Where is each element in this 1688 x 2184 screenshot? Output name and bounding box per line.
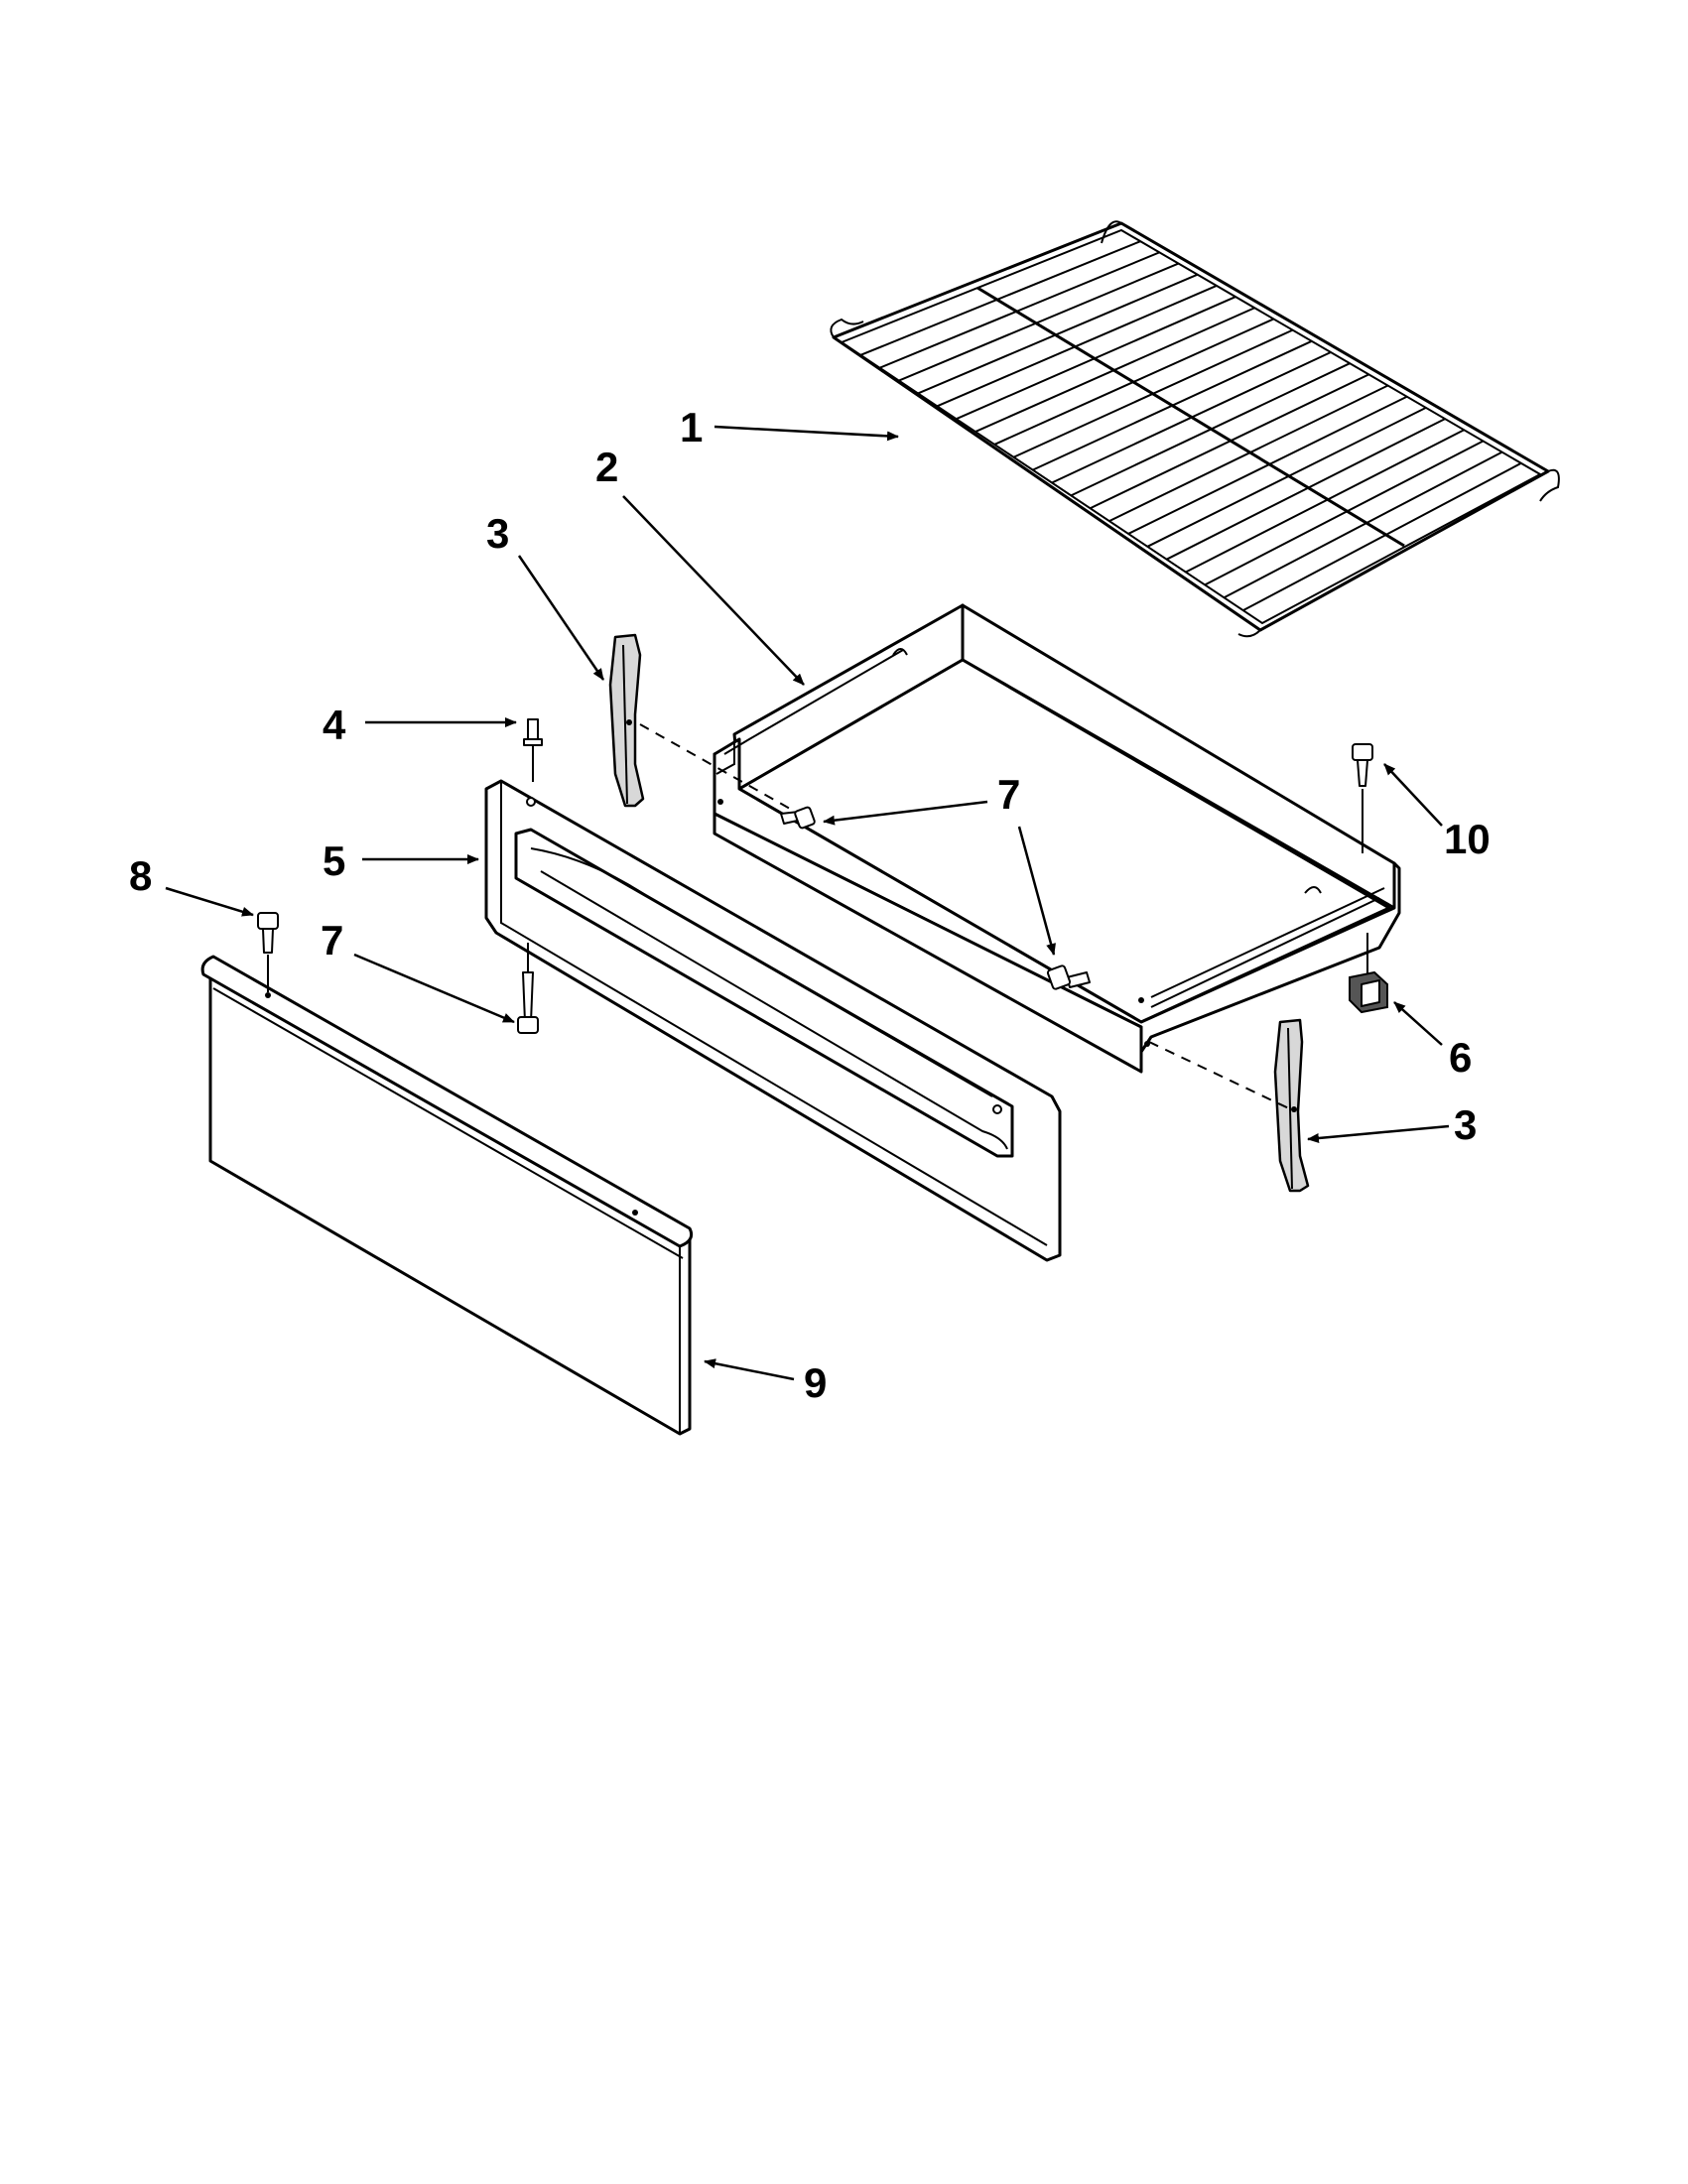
callout-8: 8 (129, 852, 152, 899)
rack-wire (974, 307, 1255, 433)
rack-wire (1146, 407, 1427, 548)
rack-wire (1108, 384, 1388, 522)
callout-1: 1 (680, 404, 703, 450)
outer-drawer-panel (200, 955, 694, 1436)
rack-wire (1090, 373, 1369, 510)
callout-labels: 1 2 3 4 5 8 7 7 10 6 3 9 (129, 404, 1491, 1406)
callout-5: 5 (323, 837, 345, 884)
callout-10: 10 (1444, 816, 1491, 862)
rack-wires (859, 240, 1522, 612)
oven-rack (830, 220, 1560, 638)
drawer-slide-left (608, 633, 645, 808)
leader-lines (165, 425, 1450, 1381)
callout-3-left: 3 (486, 510, 509, 557)
rack-wire (1185, 429, 1465, 574)
screw-8 (257, 912, 279, 992)
rack-wire (1032, 339, 1313, 471)
rack-wire (936, 284, 1218, 408)
drawer-clip (1349, 933, 1388, 1014)
rack-wire (917, 273, 1199, 395)
rack-wire (1204, 440, 1484, 586)
rack-wire (1051, 351, 1332, 484)
callout-7-left: 7 (321, 917, 343, 964)
rack-wire (1070, 362, 1351, 497)
rack-wire (1242, 461, 1522, 612)
callout-3-right: 3 (1454, 1101, 1477, 1148)
drawer-body (713, 603, 1401, 1074)
pin-clip (523, 718, 543, 782)
rack-wire (1223, 450, 1503, 599)
callout-7-top: 7 (997, 771, 1020, 818)
drawer-slide-right (1273, 1018, 1310, 1193)
rack-wire (1166, 418, 1446, 561)
inner-drawer-front (484, 779, 1062, 1262)
callout-6: 6 (1449, 1034, 1472, 1081)
screw-7-bottom (517, 943, 539, 1034)
screw-7-middle (1046, 964, 1091, 990)
alignment-line-left (639, 723, 800, 815)
callout-2: 2 (595, 444, 618, 490)
rack-wire (1127, 395, 1408, 535)
rack-wire (859, 240, 1141, 356)
rack-wire (898, 262, 1179, 382)
rack-wire (993, 318, 1274, 446)
screw-10 (1352, 743, 1373, 853)
callout-4: 4 (323, 702, 346, 748)
rack-wire (956, 296, 1236, 421)
screw-7-top (780, 806, 816, 830)
rack-wire (879, 251, 1160, 369)
alignment-line-right (1148, 1041, 1296, 1112)
callout-9: 9 (804, 1359, 827, 1406)
rack-wire (1013, 328, 1294, 458)
